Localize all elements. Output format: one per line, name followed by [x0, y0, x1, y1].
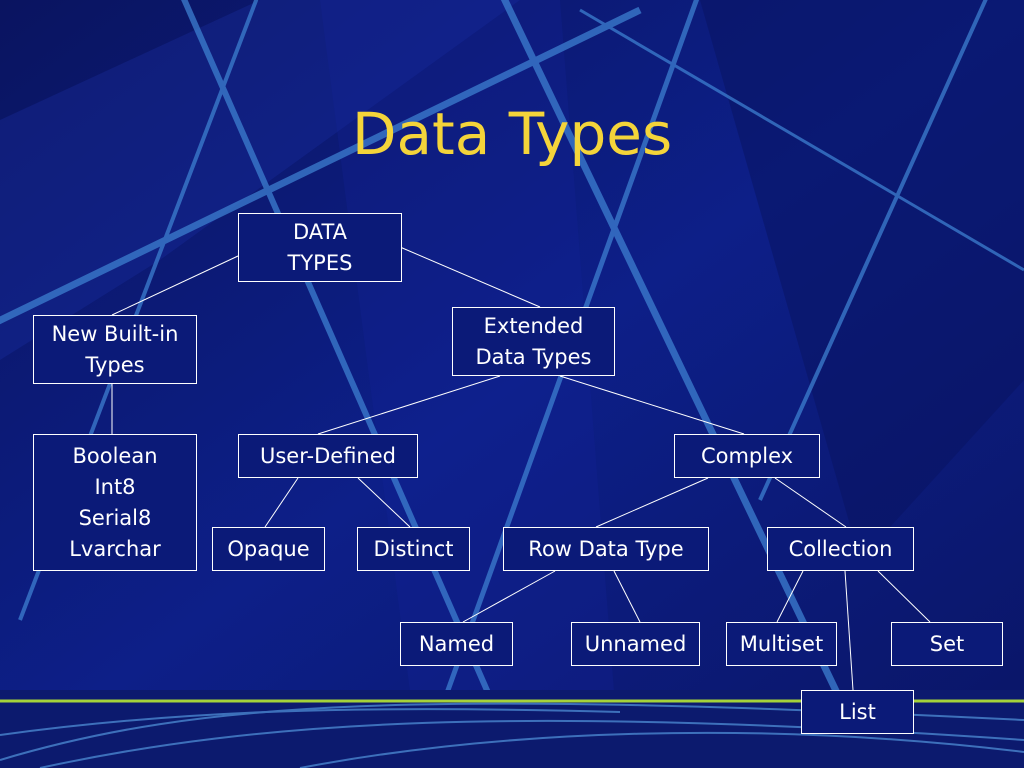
- connector-data-types-to-extended: [399, 246, 541, 308]
- node-data-types: DATA TYPES: [238, 213, 402, 282]
- node-opaque: Opaque: [212, 527, 325, 571]
- node-label: Data Types: [475, 344, 592, 369]
- node-label: Types: [85, 352, 145, 377]
- connector-extended-to-user-defined: [317, 375, 501, 435]
- node-label: Row Data Type: [528, 536, 684, 561]
- node-distinct: Distinct: [357, 527, 470, 571]
- connector-collection-to-multiset: [776, 570, 804, 623]
- node-label: TYPES: [287, 250, 353, 275]
- node-label: Extended: [483, 313, 584, 338]
- connector-user-defined-to-opaque: [264, 477, 299, 528]
- connector-row-data-type-to-unnamed: [613, 570, 641, 623]
- node-multiset: Multiset: [726, 622, 837, 666]
- node-list: List: [801, 690, 914, 734]
- slide-title: Data Types: [351, 100, 673, 168]
- connector-data-types-to-new-built-in: [111, 255, 239, 316]
- connector-collection-to-list: [844, 570, 854, 691]
- node-row-data-type: Row Data Type: [503, 527, 709, 571]
- node-complex: Complex: [674, 434, 820, 478]
- node-label: Opaque: [227, 536, 310, 561]
- node-label: Distinct: [373, 536, 454, 561]
- connector-extended-to-complex: [559, 375, 745, 435]
- node-label: DATA: [292, 219, 348, 244]
- node-label: New Built-in: [51, 321, 179, 346]
- node-collection: Collection: [767, 527, 914, 571]
- connector-complex-to-collection: [774, 477, 847, 528]
- node-set: Set: [891, 622, 1003, 666]
- node-user-defined: User-Defined: [238, 434, 418, 478]
- node-label: Multiset: [739, 631, 824, 656]
- node-label: List: [839, 699, 876, 724]
- node-label: User-Defined: [260, 443, 396, 468]
- node-label: Lvarchar: [69, 536, 161, 561]
- node-label: Set: [929, 631, 965, 656]
- node-label: Boolean: [72, 443, 158, 468]
- node-named: Named: [400, 622, 513, 666]
- node-unnamed: Unnamed: [571, 622, 700, 666]
- node-label: Serial8: [78, 505, 152, 530]
- node-label: Collection: [788, 536, 893, 561]
- node-label: Int8: [94, 474, 136, 499]
- node-label: Unnamed: [584, 631, 687, 656]
- connector-complex-to-row-data-type: [595, 477, 709, 528]
- node-label: Complex: [700, 443, 794, 468]
- connector-collection-to-set: [877, 570, 931, 623]
- node-label: Named: [418, 631, 495, 656]
- connector-row-data-type-to-named: [462, 570, 556, 623]
- connector-user-defined-to-distinct: [357, 477, 411, 528]
